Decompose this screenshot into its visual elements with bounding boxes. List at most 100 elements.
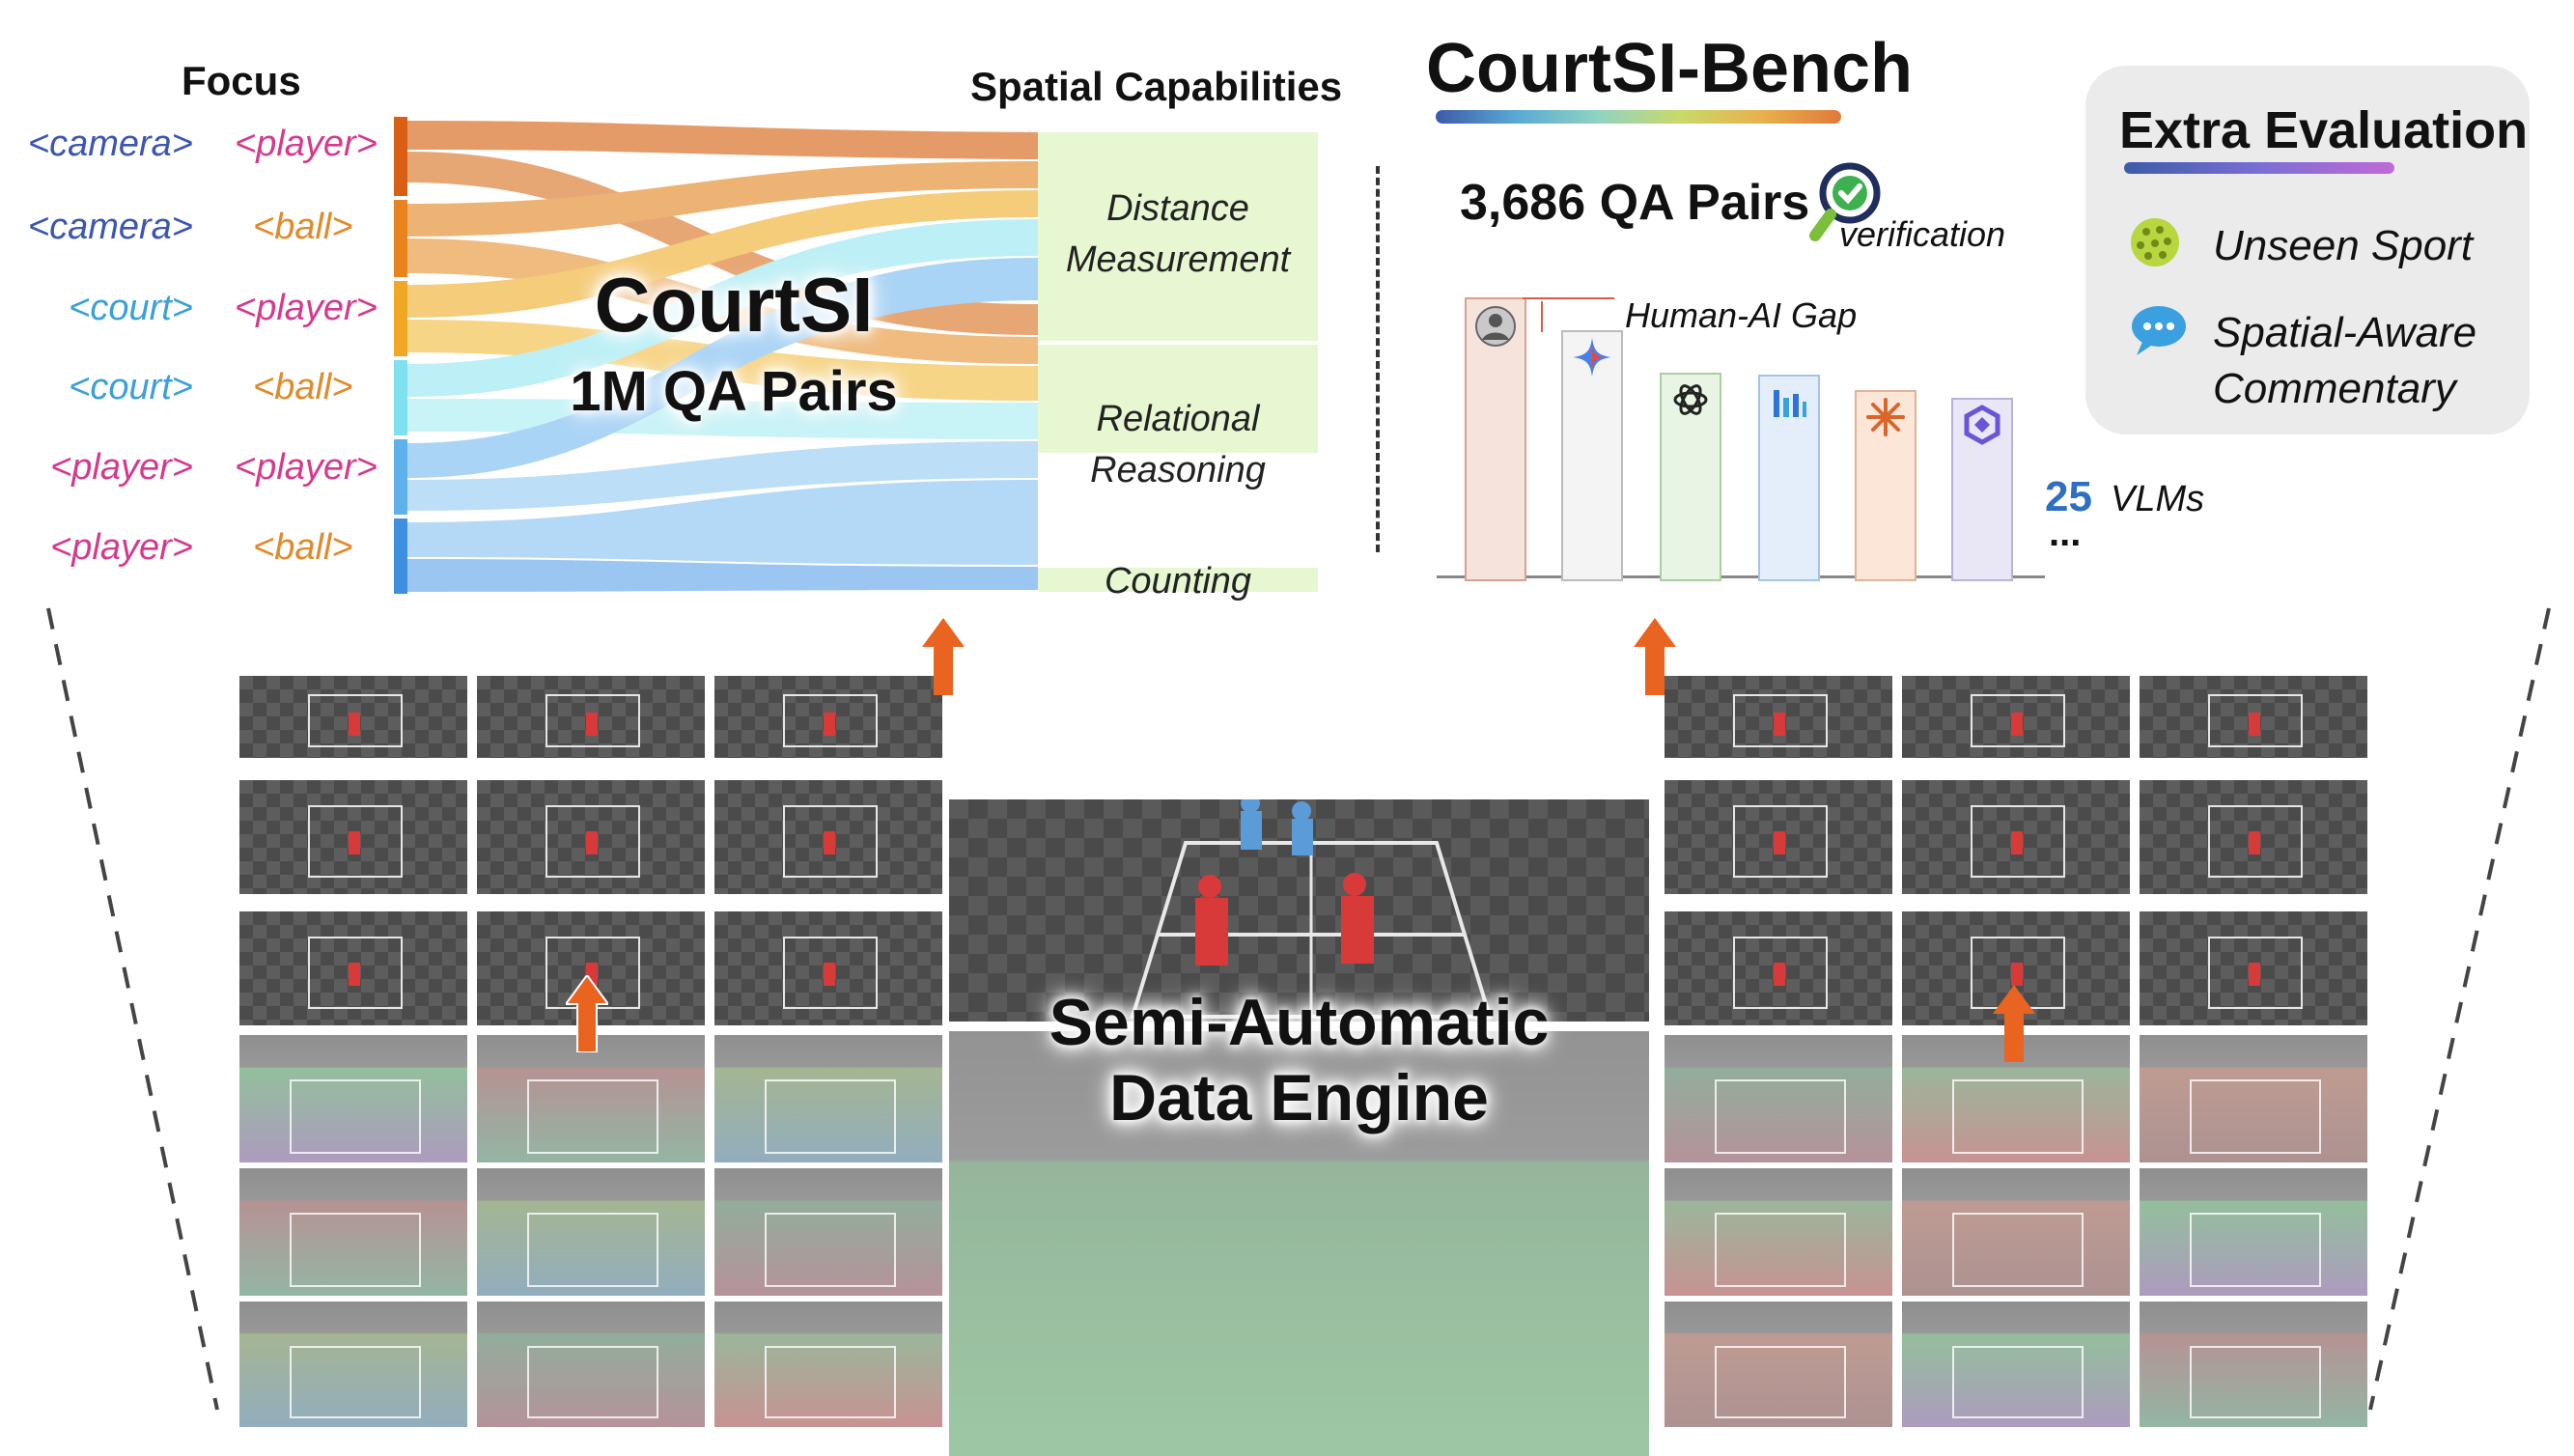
court-lines [526,1345,659,1418]
gap-arrow [1541,301,1543,332]
video-frame-thumbnail [1902,1168,2130,1296]
court-lines [1714,1345,1847,1418]
extra-title: Extra Evaluation [2119,101,2529,159]
center-render [949,799,1649,1456]
bench-qa-count: 3,686 QA Pairs [1460,175,1810,231]
engine-title-line1: Semi-Automatic [1049,986,1550,1059]
court-outline [1970,804,2066,878]
video-frame-thumbnail [2140,1168,2367,1296]
verification-icon [1809,162,1881,241]
court-lines [764,1079,897,1154]
court-outline [307,804,404,878]
render-thumbnail [1902,676,2130,758]
player-marker [349,713,361,737]
court-lines [289,1079,422,1154]
focus-token-b: <ball> [253,527,353,568]
render-thumbnail [1665,780,1892,894]
source-bar-3 [394,281,407,356]
court-lines [1714,1079,1847,1154]
court-outline [782,693,879,747]
court-outline [2207,693,2304,747]
extra-item-commentary: Spatial-Aware Commentary [2213,309,2477,412]
player-marker [1774,713,1786,737]
render-thumbnail [2140,676,2367,758]
focus-pair-row: <camera><ball> [28,207,386,251]
player-marker [349,831,361,855]
render-thumbnail [1902,780,2130,894]
courtsi-subtitle: 1M QA Pairs [570,360,898,423]
source-bar-1 [394,117,407,196]
gap-line [1523,297,1614,299]
player-marker [2011,713,2024,737]
player-marker [2011,963,2024,987]
video-frame-thumbnail [1665,1302,1892,1427]
vlm-count: 25 [2045,473,2092,520]
claude-bar [1855,390,1917,581]
arrow-up-right-grid [1993,985,2035,1062]
video-frame-thumbnail [477,1035,705,1162]
court-lines [2189,1079,2322,1154]
courtsi-title: CourtSI [594,262,874,348]
court-outline [782,936,879,1009]
player-marker [1774,831,1786,855]
court-lines [1951,1213,2084,1287]
source-bar-6 [394,518,407,594]
vlm-label: VLMs [2111,479,2205,519]
render-thumbnail [1665,911,1892,1025]
bench-title: CourtSI-Bench [1426,30,1913,107]
source-bar-4 [394,360,407,435]
court-outline [2207,936,2304,1009]
court-outline [545,804,641,878]
render-thumbnail [2140,911,2367,1025]
pickleball-icon [2131,218,2179,266]
capability-distance-label: Distance Measurement [1065,188,1291,281]
video-frame-thumbnail [239,1302,467,1427]
qwen-bar [1951,398,2013,581]
center-3d-scene [949,799,1649,1022]
player-marker [1774,963,1786,987]
focus-token-b: <player> [235,288,378,328]
video-frame-thumbnail [1665,1035,1892,1162]
human-icon [1475,306,1516,347]
render-thumbnail [239,676,467,758]
bench-axis [1437,575,2045,578]
gpt-bar [1660,373,1721,581]
bench-underline [1436,110,1841,124]
video-frame-thumbnail [714,1302,942,1427]
court-outline [545,693,641,747]
court-lines [526,1079,659,1154]
player-marker [824,831,836,855]
extra-item-unseen-sport: Unseen Sport [2213,222,2474,269]
qwen-icon [1964,405,2000,445]
capability-counting: Counting [1038,556,1318,604]
court-outline [307,693,404,747]
engine-title-line2: Data Engine [1109,1061,1489,1134]
focus-token-a: <court> [69,367,193,407]
player-marker [824,713,836,737]
focus-token-a: <court> [69,288,193,328]
court-outline [1732,804,1829,878]
speech-bubble-icon [2132,306,2186,355]
court-lines [526,1213,659,1287]
chart-logo-icon [1774,390,1806,417]
video-frame-thumbnail [1665,1168,1892,1296]
render-thumbnail [714,911,942,1025]
focus-token-b: <ball> [253,367,353,407]
focus-pair-row: <court> <ball> [48,367,386,411]
focus-token-b: <player> [235,124,378,164]
capability-relational: Relational Reasoning [1038,394,1318,529]
court-lines [2189,1345,2322,1418]
video-frame-thumbnail [714,1035,942,1162]
arrow-up-bench [1634,618,1676,695]
player-marker [349,963,361,987]
court-outline [782,804,879,878]
claude-icon [1866,398,1905,436]
openai-icon [1673,384,1708,415]
extra-underline [2124,162,2394,174]
render-thumbnail [714,676,942,758]
focus-pair-row: <court> <player> [48,288,386,332]
focus-title: Focus [182,58,301,103]
focus-token-a: <camera> [27,124,193,164]
court-outline [1970,693,2066,747]
court-lines [2189,1213,2322,1287]
